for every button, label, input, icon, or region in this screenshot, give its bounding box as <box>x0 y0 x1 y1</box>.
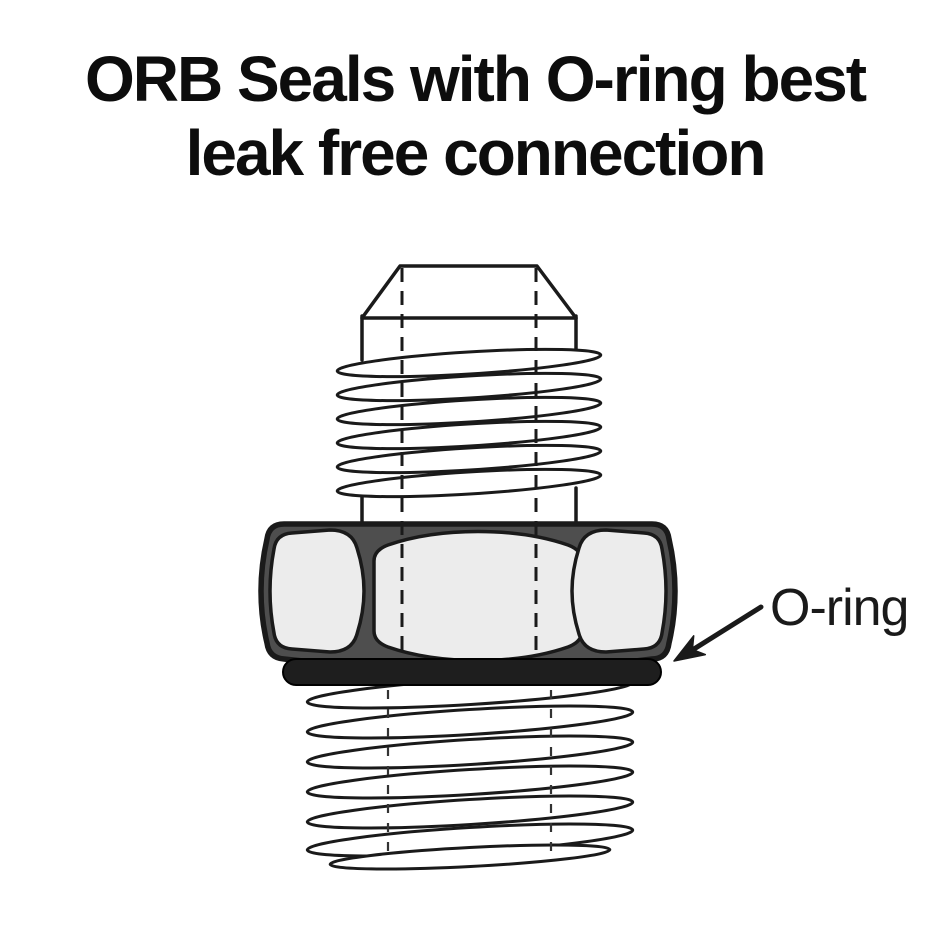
o-ring-seal <box>282 658 662 686</box>
hex-face-center <box>372 529 584 663</box>
o-ring-pointer-arrow <box>673 604 764 662</box>
centerline-dashes <box>386 268 553 852</box>
upper-male-threads <box>335 347 603 499</box>
hex-nut <box>258 521 678 671</box>
hex-face-left <box>268 528 366 654</box>
title-line-2: leak free connection <box>185 117 767 189</box>
lower-orb-threads <box>305 674 635 871</box>
hex-face-right <box>570 528 668 654</box>
page-title: ORB Seals with O-ring best leak free con… <box>0 42 950 190</box>
title-line-1: ORB Seals with O-ring best <box>84 43 867 115</box>
flare-cone-top <box>360 264 578 320</box>
o-ring-callout-label: O-ring <box>770 579 909 637</box>
